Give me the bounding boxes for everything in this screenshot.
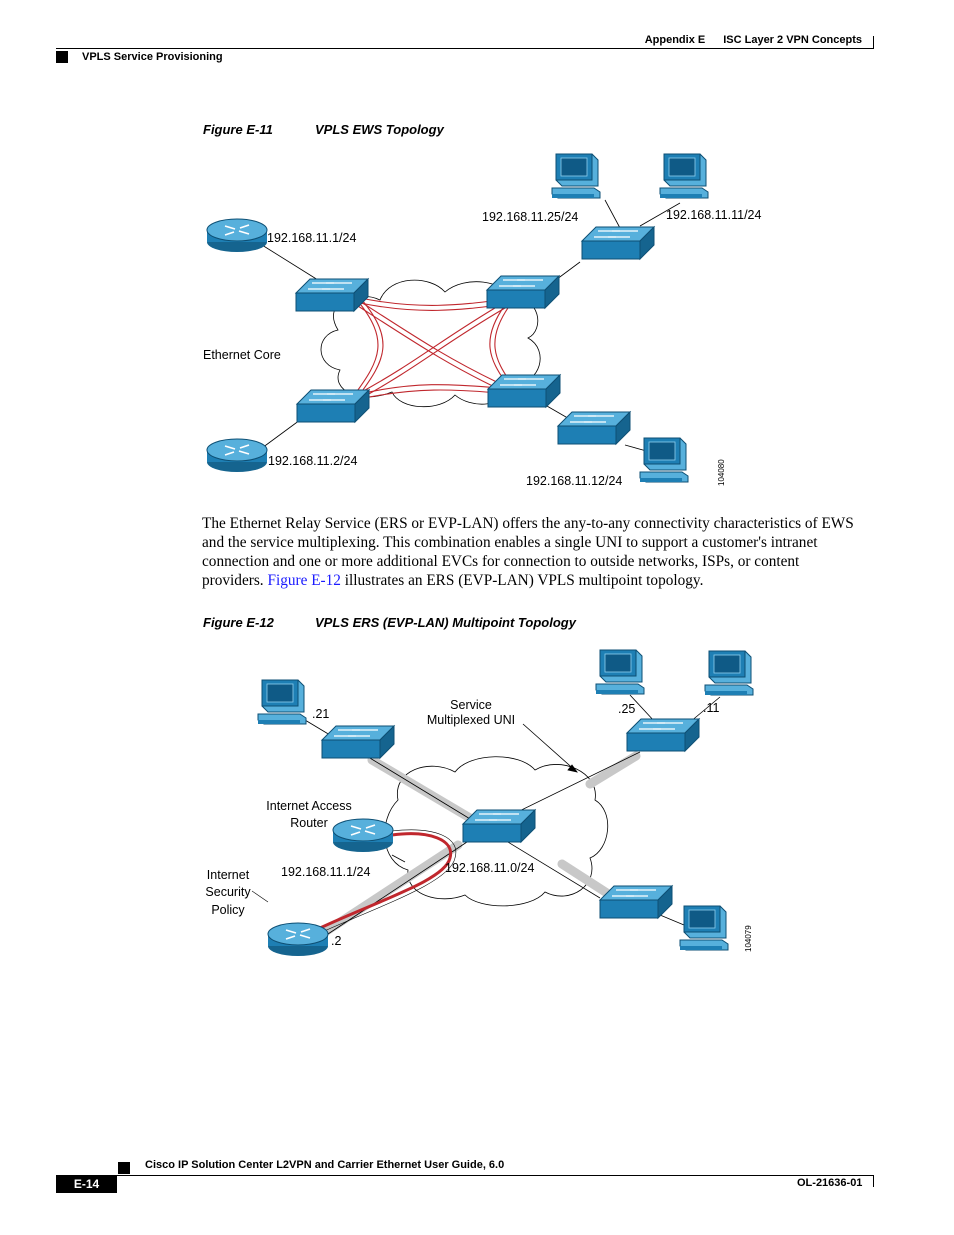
pc-11-icon <box>704 650 754 696</box>
switch-bottom-right-icon <box>599 885 673 919</box>
service-label-2: Multiplexed UNI <box>427 713 515 727</box>
router-bottom-icon <box>206 438 268 473</box>
footer-marker <box>118 1162 130 1174</box>
router-bottom-label: 192.168.11.2/24 <box>268 454 357 468</box>
footer-doc-id: OL-21636-01 <box>797 1177 863 1189</box>
figure1-art-id: 104080 <box>717 459 726 486</box>
pc-12-label: 192.168.11.12/24 <box>526 474 622 488</box>
ethernet-core-label: Ethernet Core <box>203 348 281 362</box>
pc-21-label: .21 <box>312 707 329 721</box>
page-number: E-14 <box>56 1176 117 1193</box>
policy-label-2: Security <box>205 885 251 899</box>
policy-label-1: Internet <box>207 868 250 882</box>
footer-rule <box>56 1175 874 1176</box>
paragraph-text-before: The Ethernet Relay Service (ERS or EVP-L… <box>202 515 854 589</box>
figure1-diagram: 192.168.11.1/24 192.168.11.2/24 Ethernet… <box>203 153 762 488</box>
policy-label-3: Policy <box>211 903 245 917</box>
figure1-caption: Figure E-11 VPLS EWS Topology <box>203 122 444 137</box>
figure1-title: VPLS EWS Topology <box>315 122 444 137</box>
pc-25-icon <box>551 153 601 199</box>
access-router-label-1: Internet Access <box>266 799 351 813</box>
figure-e12-link[interactable]: Figure E-12 <box>267 572 341 589</box>
header-section: VPLS Service Provisioning <box>82 51 223 63</box>
figure2-art-id: 104079 <box>744 925 753 952</box>
pc-25-icon <box>595 649 645 695</box>
core-switch-nw-icon <box>295 278 369 312</box>
center-switch-icon <box>462 809 536 843</box>
figure2-caption: Figure E-12 VPLS ERS (EVP-LAN) Multipoint… <box>203 615 576 630</box>
pc-25-label: 192.168.11.25/24 <box>482 210 578 224</box>
header-appendix: Appendix E <box>644 34 706 46</box>
body-paragraph: The Ethernet Relay Service (ERS or EVP-L… <box>202 514 862 590</box>
core-switch-sw-icon <box>296 389 370 423</box>
pc-bottom-icon <box>679 905 729 951</box>
pc-21-icon <box>257 679 307 725</box>
switch-top-right-icon <box>626 718 700 752</box>
figure2-diagram: .21 Service Multiplexed UNI .25 .11 Inte… <box>205 649 754 957</box>
internet-access-router-icon <box>332 818 394 853</box>
router-top-label: 192.168.11.1/24 <box>267 231 356 245</box>
router-top-icon <box>206 218 268 253</box>
switch-21-icon <box>321 725 395 759</box>
service-label-1: Service <box>450 698 492 712</box>
header-rule <box>56 48 874 49</box>
pc-11-label: .11 <box>703 701 719 715</box>
core-switch-ne-icon <box>486 275 560 309</box>
pc-11-icon <box>659 153 709 199</box>
header-chapter: ISC Layer 2 VPN Concepts <box>723 34 862 46</box>
access-router-ip: 192.168.11.1/24 <box>281 865 370 879</box>
access-switch-bottom-icon <box>557 411 631 445</box>
paragraph-text-after: illustrates an ERS (EVP-LAN) VPLS multip… <box>340 572 704 589</box>
pc-12-icon <box>639 437 689 483</box>
header-bar <box>873 36 874 49</box>
footer-guide-title: Cisco IP Solution Center L2VPN and Carri… <box>145 1159 505 1171</box>
core-switch-se-icon <box>487 374 561 408</box>
access-router-label-2: Router <box>290 816 328 830</box>
center-switch-ip: 192.168.11.0/24 <box>445 861 534 875</box>
pc-25-label: .25 <box>618 702 635 716</box>
security-router-icon <box>267 922 329 957</box>
running-header: Appendix E ISC Layer 2 VPN Concepts <box>645 34 862 46</box>
footer-bar <box>873 1175 874 1187</box>
figure2-number: Figure E-12 <box>203 615 274 630</box>
figure2-title: VPLS ERS (EVP-LAN) Multipoint Topology <box>315 615 576 630</box>
header-marker <box>56 51 68 63</box>
pseudowire-mesh <box>354 297 512 401</box>
figure1-number: Figure E-11 <box>203 122 273 137</box>
access-switch-top-icon <box>581 226 655 260</box>
router-2-label: .2 <box>331 934 341 948</box>
pc-11-label: 192.168.11.11/24 <box>666 208 762 222</box>
